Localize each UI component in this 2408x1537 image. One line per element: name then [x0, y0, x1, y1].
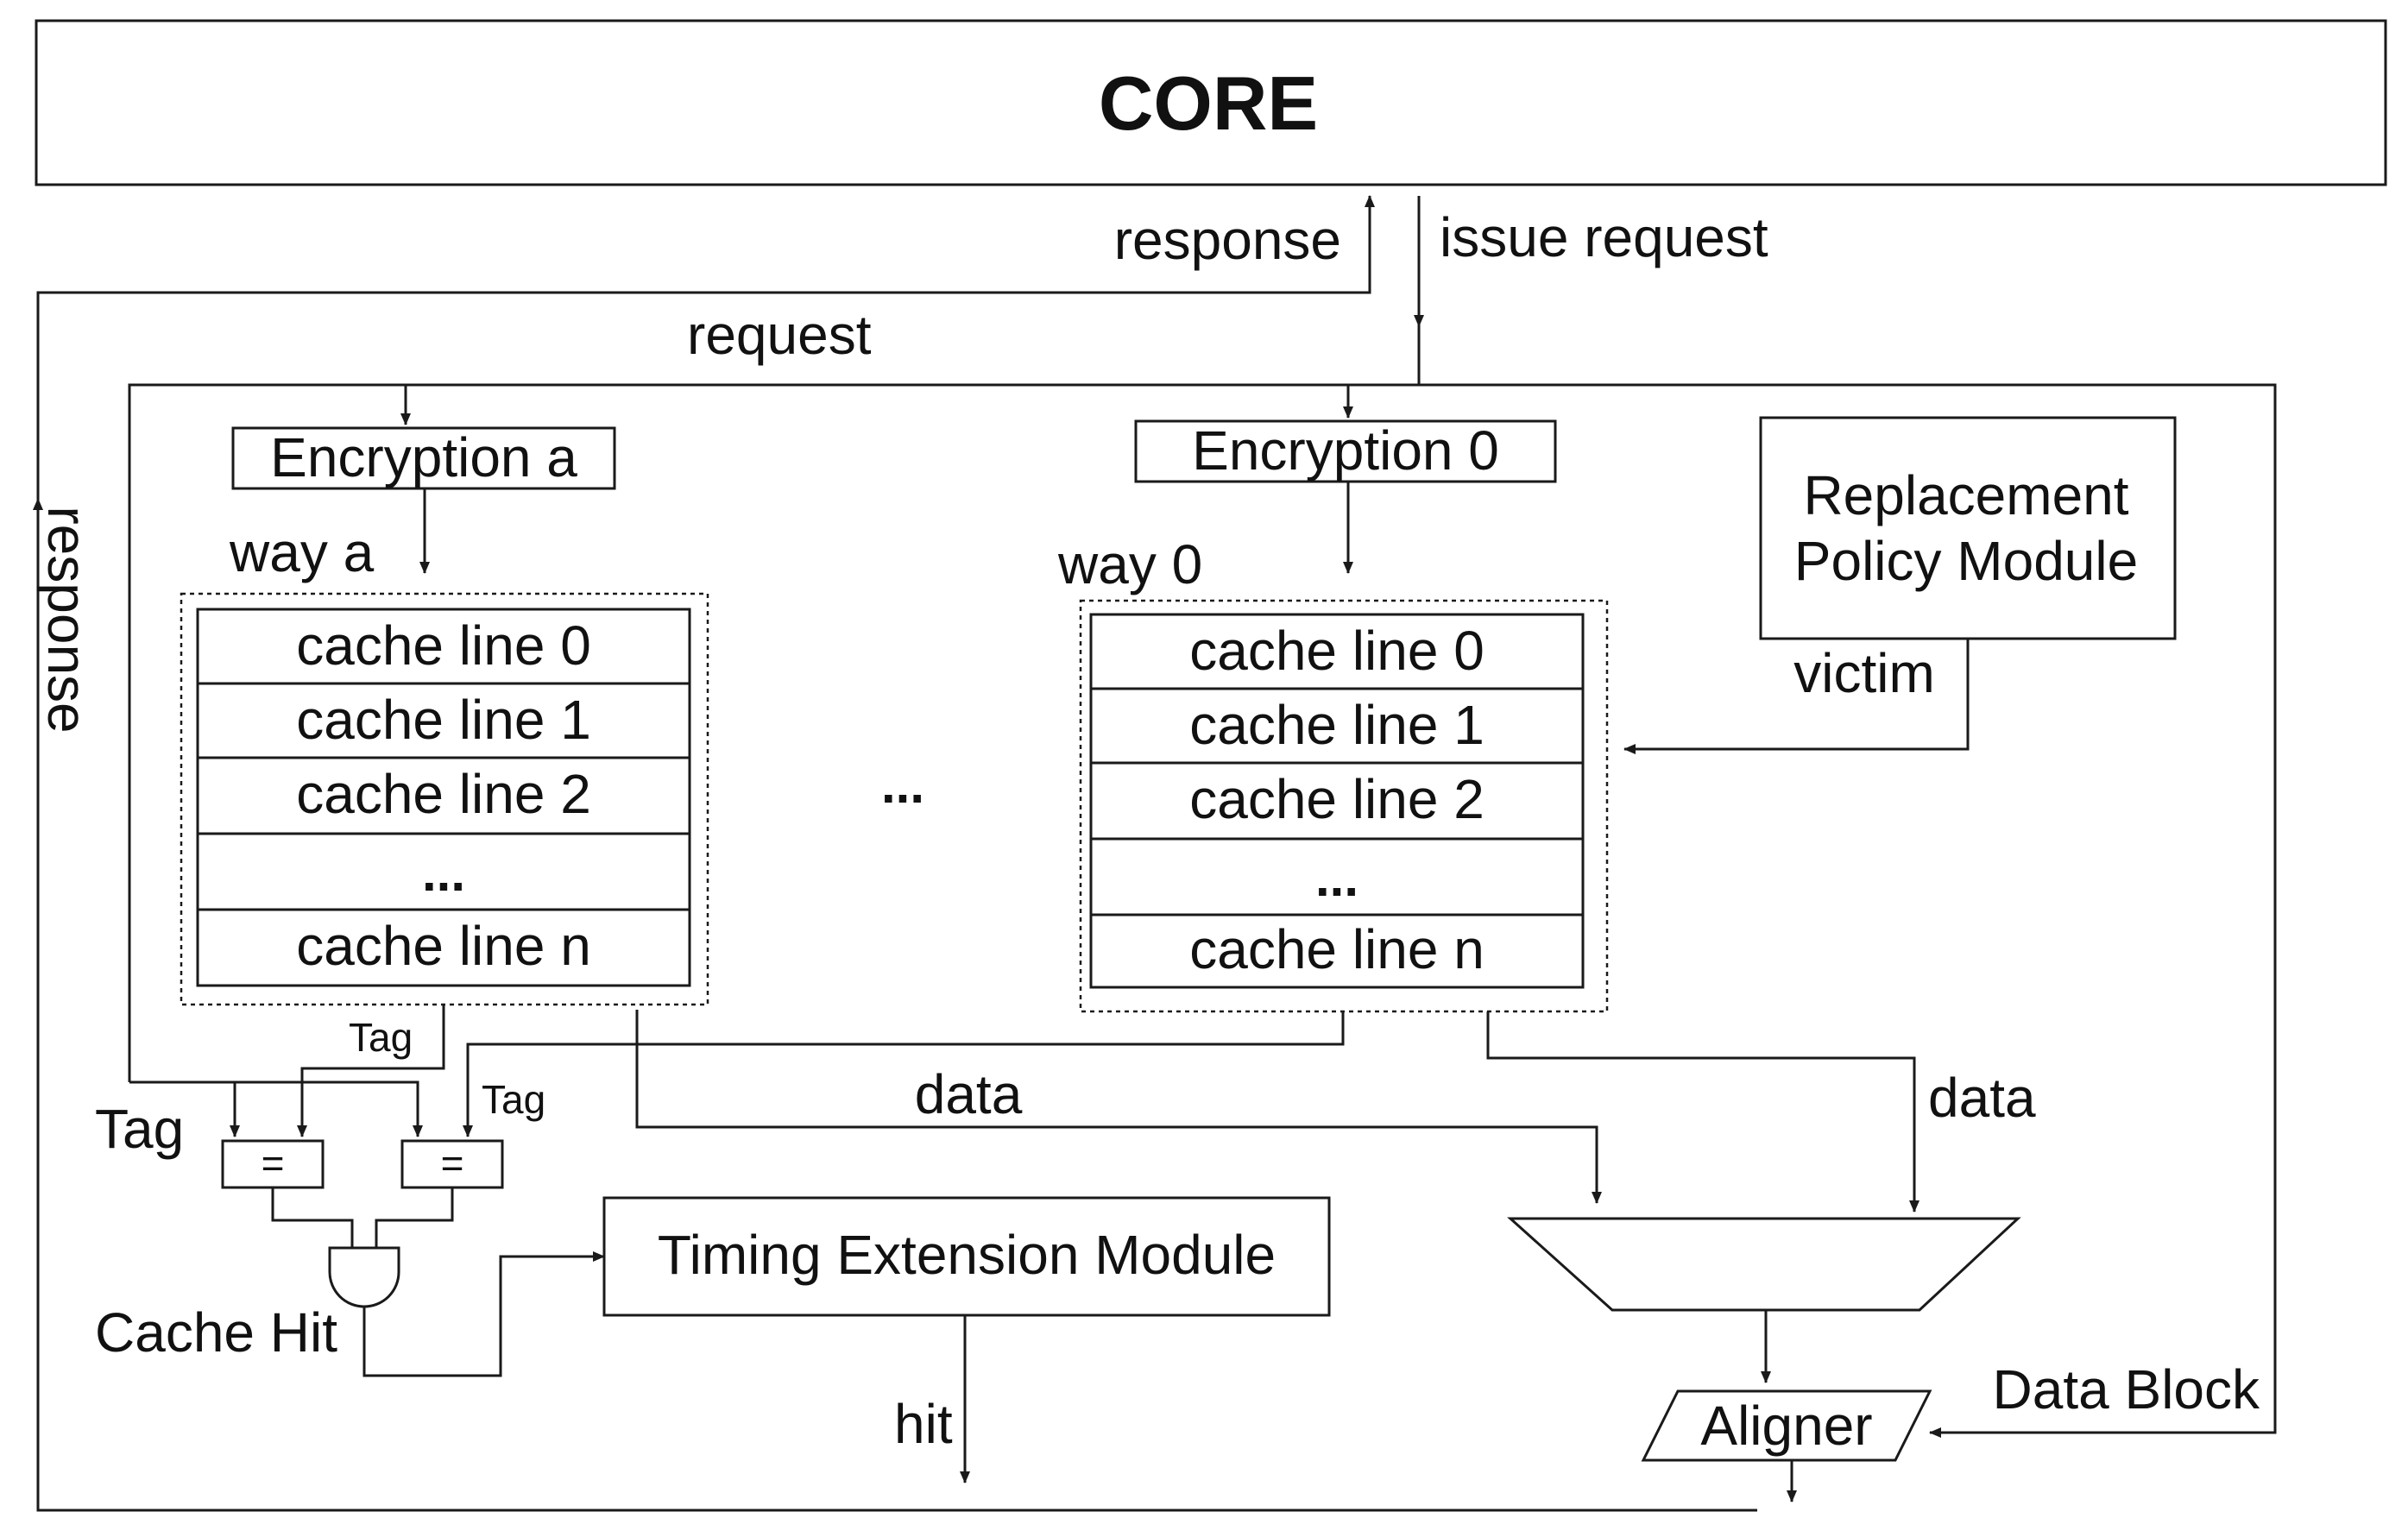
timing-extension-box [602, 1196, 1331, 1317]
encryption-a-box [231, 426, 616, 490]
tag-big-label: Tag [95, 1098, 184, 1160]
aligner: Aligner [1641, 1389, 1932, 1502]
core-block: CORE [35, 19, 2387, 186]
way-0-line-0: cache line 0 [1089, 613, 1585, 690]
response-loop: response response [33, 195, 1757, 1512]
cache-line-label: cache line 1 [296, 689, 591, 751]
cache-line-cell [196, 832, 691, 911]
victim-label: victim [1793, 642, 1935, 704]
aligner-label: Aligner [1700, 1395, 1872, 1457]
encryption-0-label: Encryption 0 [1192, 419, 1499, 482]
response-top-label: response [1114, 209, 1341, 271]
hit-label: hit [894, 1393, 953, 1455]
comparator-2-to-and [375, 1187, 454, 1248]
way-a-data-line [635, 1010, 1602, 1204]
cache-line-label: cache line 0 [1189, 620, 1485, 682]
data-block-label: Data Block [1993, 1358, 2260, 1420]
cache-line-label: cache line n [1189, 918, 1485, 980]
cache-hit-label: Cache Hit [95, 1301, 337, 1364]
way-0-tag-line [463, 1011, 1345, 1137]
and-gate [328, 1246, 400, 1308]
way-0-line-2: cache line 2 [1089, 761, 1585, 841]
cache-line-label: ... [422, 844, 465, 902]
request-tag-bus [129, 1080, 423, 1137]
way-0-line-1: cache line 1 [1089, 687, 1585, 765]
encryption-a-label: Encryption a [270, 426, 577, 488]
cache-module-outline [128, 383, 2277, 1438]
cache-line-cell [1089, 613, 1585, 690]
way-a-label: way a [229, 521, 375, 583]
response-path-line [36, 195, 1757, 1512]
aligner-box [1641, 1389, 1932, 1462]
comparator-2-symbol: = [441, 1141, 464, 1186]
way-a-tag-line [297, 1005, 445, 1137]
way-0-line-n: cache line n [1089, 913, 1585, 989]
cache-line-label: cache line n [296, 915, 591, 977]
replacement-policy-box [1759, 416, 2177, 640]
way-a-line-2: cache line 2 [196, 756, 691, 835]
cache-line-label: cache line 1 [1189, 694, 1485, 756]
ways-ellipsis: ... [881, 756, 924, 814]
cache-hit-line [362, 1251, 605, 1377]
cache-line-label: cache line 2 [1189, 768, 1485, 830]
encryption-0-block: Encryption 0 [1134, 385, 1557, 574]
cache-line-label: cache line 0 [296, 614, 591, 677]
way-a-line-ellipsis: ... [196, 832, 691, 911]
victim-arrow [1623, 639, 1970, 754]
encryption-a-block: Encryption a [231, 385, 616, 574]
comparator-1-symbol: = [262, 1141, 285, 1186]
data-right-label: data [1928, 1067, 2036, 1129]
cache-line-label: cache line 2 [296, 763, 591, 825]
way-a: way a cache line 0 cache line 1 cache li… [180, 521, 709, 1006]
cache-line-cell [1089, 913, 1585, 989]
way-0-data-line [1486, 1011, 1919, 1213]
data-mux [1507, 1217, 2021, 1383]
replacement-policy-module: Replacement Policy Module victim [1623, 416, 2177, 754]
response-side-label: response [36, 506, 98, 733]
data-left-label: data [915, 1063, 1023, 1125]
tag-small-label-2: Tag [482, 1077, 545, 1122]
mux-trapezoid [1507, 1217, 2021, 1312]
way-0: way 0 cache line 0 cache line 1 cache li… [1057, 533, 1609, 1013]
encryption-0-box [1134, 419, 1557, 483]
cache-line-label: ... [1315, 849, 1358, 907]
cache-line-cell [196, 756, 691, 835]
replacement-policy-label-line2: Policy Module [1794, 530, 2138, 592]
tag-small-label-1: Tag [349, 1015, 413, 1060]
way-0-label: way 0 [1057, 533, 1202, 595]
way-a-line-n: cache line n [196, 908, 691, 987]
comparator-1-to-and [271, 1187, 354, 1248]
cache-line-cell [1089, 687, 1585, 765]
request-label: request [687, 304, 872, 366]
cache-line-cell [196, 682, 691, 759]
timing-extension-label: Timing Extension Module [658, 1224, 1276, 1286]
core-box [35, 19, 2387, 186]
way-a-line-1: cache line 1 [196, 682, 691, 759]
way-a-line-0: cache line 0 [196, 608, 691, 685]
replacement-policy-label-line1: Replacement [1803, 464, 2128, 526]
cache-line-cell [1089, 837, 1585, 917]
cache-module: request Data Block [128, 304, 2277, 1438]
data-paths: data data [635, 1010, 2036, 1213]
timing-extension-module: Timing Extension Module hit [602, 1196, 1331, 1483]
issue-request-label: issue request [1440, 206, 1768, 268]
cache-line-cell [1089, 761, 1585, 841]
cache-line-cell [196, 908, 691, 987]
core-label: CORE [1099, 60, 1318, 146]
issue-request-path: issue request [1414, 196, 1768, 385]
tag-compare-logic: Tag Tag Tag = = Cache Hit [95, 1005, 1345, 1377]
way-0-line-ellipsis: ... [1089, 837, 1585, 917]
